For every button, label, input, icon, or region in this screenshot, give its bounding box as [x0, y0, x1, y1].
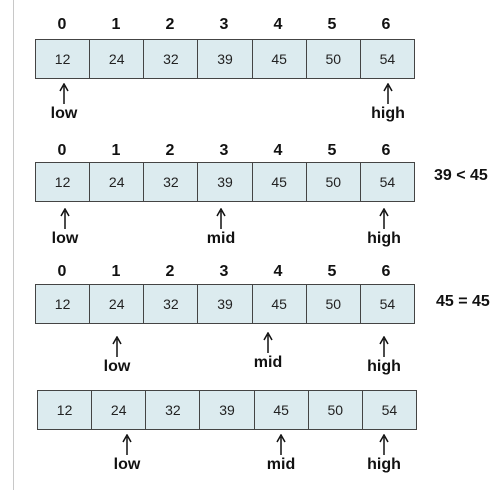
- index-label: 6: [381, 142, 391, 159]
- high-label: high: [367, 456, 401, 473]
- mid-label: mid: [253, 354, 283, 371]
- up-arrow-icon: [34, 83, 94, 105]
- low-pointer: low: [34, 83, 94, 123]
- high-label: high: [367, 358, 401, 375]
- index-label: 3: [219, 16, 229, 33]
- index-label: 3: [219, 263, 229, 280]
- step-2: 0 1 2 3 4 5 6 12 24 32 39 45 50 54 39 < …: [35, 142, 488, 248]
- low-label: low: [103, 358, 131, 375]
- array-cell: 50: [309, 391, 363, 429]
- array-cell: 24: [90, 40, 145, 78]
- low-pointer: low: [35, 208, 95, 248]
- index-label: 2: [165, 16, 175, 33]
- high-label: high: [371, 105, 405, 122]
- index-label: 5: [327, 16, 337, 33]
- up-arrow-icon: [191, 208, 251, 230]
- index-row: 0 1 2 3 4 5 6: [35, 142, 416, 162]
- array-cell: 32: [146, 391, 201, 429]
- up-arrow-icon: [358, 83, 418, 105]
- up-arrow-icon: [354, 336, 414, 358]
- index-label: 2: [165, 142, 175, 159]
- mid-label: mid: [206, 230, 236, 247]
- high-pointer: high: [358, 83, 418, 123]
- mid-label: mid: [266, 456, 296, 473]
- low-pointer: low: [97, 434, 157, 474]
- step-3: 0 1 2 3 4 5 6 12 24 32 39 45 50 54 45 = …: [35, 263, 490, 376]
- array-cell: 12: [36, 285, 91, 323]
- array-cell: 12: [38, 391, 93, 429]
- array-cell: 54: [379, 296, 396, 312]
- array-cell: 39: [198, 40, 253, 78]
- high-pointer: high: [354, 434, 414, 474]
- high-pointer: high: [354, 208, 414, 248]
- array-row: 12 24 32 39 45 50 54: [35, 284, 415, 324]
- array-cell: 32: [144, 285, 199, 323]
- array-cell: 32: [144, 40, 199, 78]
- array-cell: 39: [198, 163, 253, 201]
- array-cell: 45: [255, 391, 309, 429]
- frame-border: [13, 0, 14, 490]
- low-pointer: low: [87, 336, 147, 376]
- array-cell: 45: [253, 163, 307, 201]
- index-label: 5: [327, 263, 337, 280]
- array-row: 12 24 32 39 45 50 54: [35, 162, 415, 202]
- high-label: high: [367, 230, 401, 247]
- index-label: 6: [381, 263, 391, 280]
- array-cell: 54: [379, 174, 396, 190]
- comparison-label: 45 = 45: [436, 293, 490, 310]
- index-label: 6: [381, 16, 391, 33]
- array-row: 12 24 32 39 45 50 54: [35, 39, 415, 79]
- array-cell: 24: [92, 391, 147, 429]
- array-cell: 45: [253, 40, 307, 78]
- up-arrow-icon: [238, 332, 298, 354]
- array-cell: 12: [36, 40, 91, 78]
- array-cell: 32: [144, 163, 199, 201]
- up-arrow-icon: [251, 434, 311, 456]
- index-label: 2: [165, 263, 175, 280]
- index-row: 0 1 2 3 4 5 6: [35, 16, 416, 36]
- step-1: 0 1 2 3 4 5 6 12 24 32 39 45 50 54 low h…: [0, 0, 503, 130]
- index-label: 4: [273, 263, 283, 280]
- array-cell: 50: [307, 40, 361, 78]
- mid-pointer: mid: [238, 332, 298, 372]
- up-arrow-icon: [354, 208, 414, 230]
- mid-pointer: mid: [251, 434, 311, 474]
- array-cell: 45: [253, 285, 307, 323]
- index-label: 1: [111, 263, 121, 280]
- array-cell: 54: [381, 402, 398, 418]
- array-row: 12 24 32 39 45 50 54: [37, 390, 417, 430]
- mid-pointer: mid: [191, 208, 251, 248]
- index-label: 1: [111, 142, 121, 159]
- up-arrow-icon: [87, 336, 147, 358]
- array-cell: 39: [200, 391, 255, 429]
- comparison-label: 39 < 45: [434, 167, 488, 184]
- array-cell: 24: [90, 163, 145, 201]
- array-cell: 54: [379, 51, 396, 67]
- index-row: 0 1 2 3 4 5 6: [35, 263, 416, 283]
- index-label: 0: [57, 263, 67, 280]
- index-label: 5: [327, 142, 337, 159]
- up-arrow-icon: [97, 434, 157, 456]
- index-label: 1: [111, 16, 121, 33]
- array-cell: 39: [198, 285, 253, 323]
- high-pointer: high: [354, 336, 414, 376]
- low-label: low: [50, 105, 78, 122]
- low-label: low: [51, 230, 79, 247]
- index-label: 0: [57, 142, 67, 159]
- array-cell: 24: [90, 285, 145, 323]
- array-cell: 12: [36, 163, 91, 201]
- array-cell: 50: [307, 163, 361, 201]
- array-cell: 50: [307, 285, 361, 323]
- up-arrow-icon: [354, 434, 414, 456]
- index-label: 0: [57, 16, 67, 33]
- index-label: 4: [273, 16, 283, 33]
- up-arrow-icon: [35, 208, 95, 230]
- index-label: 3: [219, 142, 229, 159]
- low-label: low: [113, 456, 141, 473]
- index-label: 4: [273, 142, 283, 159]
